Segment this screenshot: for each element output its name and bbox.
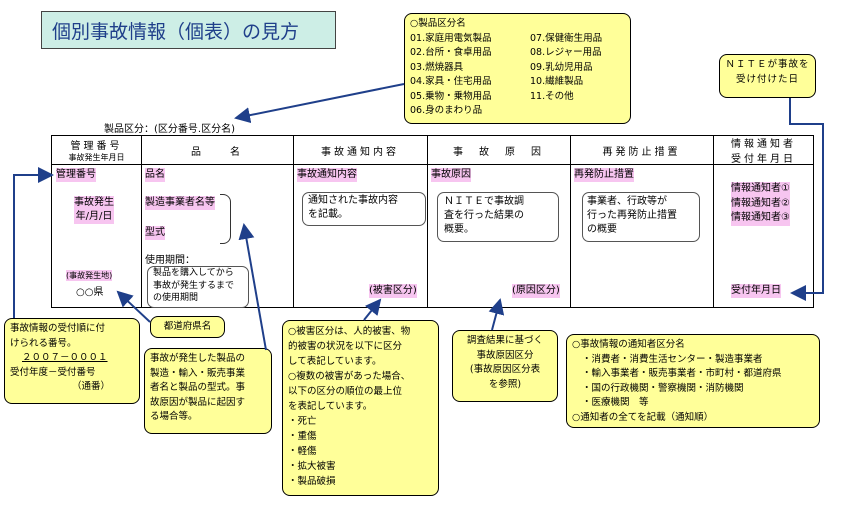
bracket-icon bbox=[437, 192, 559, 242]
occurrence-place: (事故発生地) bbox=[66, 270, 113, 281]
category-callout: ○製品区分名 01.家庭用電気製品 07.保健衛生用品 02.台所・食卓用品 0… bbox=[404, 13, 631, 124]
cause-label: 事故原因 bbox=[431, 168, 471, 182]
category-item: 04.家具・住宅用品 bbox=[410, 76, 492, 87]
occurrence-date: 事故発生年/月/日 bbox=[74, 196, 114, 224]
category-item: 10.繊維製品 bbox=[530, 76, 584, 87]
arrow-product bbox=[238, 223, 267, 351]
usage-period-text: 製品を購入してから事故が発生するまでの使用期間 bbox=[153, 268, 235, 303]
header-content: 事故通知内容 bbox=[321, 146, 399, 158]
content-text: 通知された事故内容を記載。 bbox=[308, 195, 398, 220]
category-list: 01.家庭用電気製品 07.保健衛生用品 02.台所・食卓用品 08.レジャー用… bbox=[410, 32, 625, 119]
product-callout: 事故が発生した製品の 製造・輸入・販売事業 者名と製品の型式。事 故原因が製品に… bbox=[144, 348, 272, 434]
cause-text: ＮＩＴＥで事故調査を行った結果の概要。 bbox=[444, 196, 524, 235]
bracket-icon bbox=[147, 266, 249, 308]
mgmt-callout: 事故情報の受付順に付 けられる番号。 ２００７－０００１ 受付年度－受付番号 （… bbox=[4, 318, 140, 404]
category-heading: ○製品区分名 bbox=[410, 18, 466, 29]
prevent-text: 事業者、行政等が行った再発防止措置の概要 bbox=[587, 196, 677, 235]
header-prevent: 再発防止措置 bbox=[602, 146, 681, 158]
header-mgmt: 管理番号 事故発生年月日 bbox=[68, 141, 125, 162]
mgmt-number: 管理番号 bbox=[56, 168, 96, 182]
brace-icon bbox=[220, 194, 231, 244]
arrow-category bbox=[234, 83, 405, 124]
category-label: 製品区分：(区分番号.区分名) bbox=[104, 124, 235, 135]
arrow-cause bbox=[488, 298, 505, 331]
bracket-icon bbox=[302, 192, 426, 226]
category-item: 02.台所・食卓用品 bbox=[410, 47, 492, 58]
content-label: 事故通知内容 bbox=[297, 168, 357, 182]
prefecture: ○○県 bbox=[76, 287, 104, 298]
header-cause: 事 故 原 因 bbox=[453, 146, 544, 158]
bracket-icon bbox=[582, 192, 700, 242]
arrow-damage bbox=[363, 298, 382, 321]
category-item: 08.レジャー用品 bbox=[530, 47, 602, 58]
arrow-nite bbox=[789, 98, 824, 301]
nite-line: 受け付けた日 bbox=[735, 73, 799, 85]
cause-category: (原因区分) bbox=[512, 284, 560, 298]
nite-line: ＮＩＴＥが事故を bbox=[725, 59, 810, 70]
damage-callout: ○被害区分は、人的被害、物 的被害の状況を以下に区分 して表記しています。 ○複… bbox=[282, 320, 439, 496]
manufacturer: 製造事業者名等 bbox=[145, 196, 215, 210]
received-date: 受付年月日 bbox=[731, 284, 781, 298]
category-item: 03.燃焼器具 bbox=[410, 61, 464, 73]
usage-period-label: 使用期間： bbox=[145, 255, 195, 266]
arrow-mgmt bbox=[13, 167, 54, 318]
arrow-prefecture bbox=[116, 290, 151, 323]
page-title: 個別事故情報（個表）の見方 bbox=[41, 11, 336, 49]
damage-category: (被害区分) bbox=[369, 284, 417, 298]
product-name: 品名 bbox=[145, 168, 165, 182]
category-item: 05.乗物・乗物用品 bbox=[410, 90, 492, 102]
cause-callout: 調査結果に基づく 事故原因区分 (事故原因区分表 を参照) bbox=[452, 330, 558, 402]
category-item: 01.家庭用電気製品 bbox=[410, 32, 492, 44]
header-info: 情報通知者 受付年月日 bbox=[731, 139, 796, 165]
category-item: 07.保健衛生用品 bbox=[530, 32, 603, 44]
incident-table: 管理番号 事故発生年月日 品 名 事故通知内容 事 故 原 因 再発防止措置 情… bbox=[51, 135, 814, 308]
model: 型式 bbox=[145, 226, 165, 240]
nite-callout: ＮＩＴＥが事故を 受け付けた日 bbox=[719, 54, 816, 98]
category-item: 06.身のまわり品 bbox=[410, 105, 483, 116]
prefecture-callout: 都道府県名 bbox=[150, 316, 225, 338]
category-item: 09.乳幼児用品 bbox=[530, 61, 593, 73]
category-item: 11.その他 bbox=[530, 90, 574, 102]
informer-callout: ○事故情報の通知者区分名 ・消費者・消費生活センター・製造事業者 ・輸入事業者・… bbox=[566, 334, 820, 428]
header-product: 品 名 bbox=[191, 146, 243, 158]
prevent-label: 再発防止措置 bbox=[574, 168, 634, 182]
